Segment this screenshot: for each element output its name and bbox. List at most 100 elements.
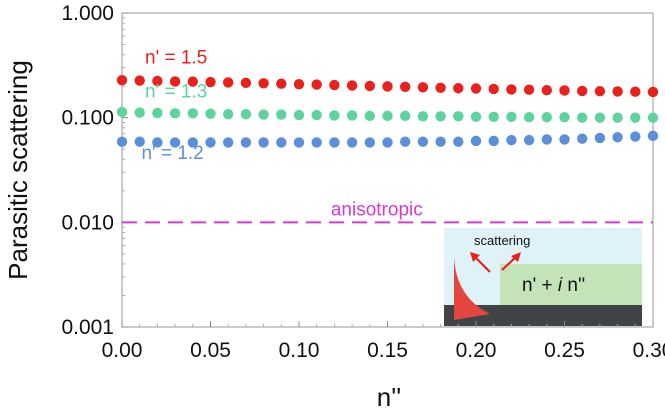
data-point	[541, 134, 552, 145]
data-point	[276, 78, 287, 89]
data-point	[559, 134, 570, 145]
data-point	[134, 136, 145, 147]
data-point	[116, 75, 128, 86]
data-point	[453, 111, 464, 122]
data-point	[258, 109, 269, 120]
data-point	[541, 112, 552, 123]
data-point	[577, 85, 588, 97]
data-point	[400, 136, 411, 147]
data-point	[612, 86, 623, 97]
data-point	[382, 137, 393, 148]
data-point	[647, 112, 659, 123]
data-point	[346, 110, 358, 121]
inset-evanescent-wave	[454, 256, 490, 320]
data-point	[276, 109, 287, 120]
data-point	[594, 86, 606, 97]
y-tick-label: 1.000	[61, 2, 114, 25]
data-point	[400, 81, 411, 93]
data-point	[346, 137, 358, 148]
data-point	[417, 136, 429, 147]
series-label: n' = 1.3	[145, 82, 207, 103]
y-tick-label: 0.100	[61, 107, 114, 130]
y-tick-label: 0.001	[61, 316, 114, 339]
data-point	[453, 83, 464, 94]
data-point	[293, 109, 305, 121]
data-point	[559, 85, 570, 96]
data-point	[612, 112, 623, 123]
series-label: n' = 1.2	[141, 143, 203, 164]
series-label: n' = 1.5	[145, 47, 207, 68]
data-point	[276, 137, 287, 148]
y-axis-title: Parasitic scattering	[3, 60, 33, 280]
data-point	[523, 134, 535, 146]
data-point	[134, 107, 145, 118]
data-point	[205, 137, 216, 148]
x-tick-label: 0.15	[367, 339, 408, 362]
data-point	[346, 80, 358, 91]
data-point	[240, 108, 252, 120]
x-tick-label: 0.10	[279, 339, 320, 362]
data-point	[240, 137, 252, 148]
data-point	[187, 76, 198, 87]
data-point	[488, 83, 499, 95]
data-point	[400, 110, 411, 122]
data-point	[630, 131, 641, 142]
inset-scattering-arrows	[470, 252, 521, 273]
data-point	[453, 136, 464, 147]
series-labels: n' = 1.5 n' = 1.3 n' = 1.2	[141, 47, 207, 163]
data-point	[488, 135, 499, 147]
data-point	[329, 79, 340, 91]
axes: 0.000.050.100.150.200.250.300.0010.0100.…	[61, 2, 665, 362]
data-point	[612, 132, 623, 143]
data-point	[311, 137, 322, 148]
data-point	[506, 84, 517, 95]
x-tick-label: 0.00	[102, 339, 143, 362]
data-point	[594, 132, 606, 144]
data-point	[134, 75, 145, 86]
data-point	[223, 108, 234, 120]
data-point	[240, 77, 252, 89]
inset-material-label: n' + i n''	[522, 275, 585, 296]
data-point	[223, 77, 234, 88]
series-0	[116, 75, 659, 98]
data-point	[559, 112, 570, 123]
data-point	[169, 137, 181, 148]
data-point	[382, 110, 393, 122]
data-point	[577, 133, 588, 144]
data-point	[577, 112, 588, 123]
data-point	[382, 81, 393, 92]
data-point	[223, 137, 234, 148]
inset-schematic: scattering n' + i n''	[444, 228, 642, 326]
data-point	[470, 111, 482, 122]
data-point	[187, 108, 198, 119]
data-point	[417, 111, 429, 122]
data-point	[364, 80, 375, 92]
data-point	[523, 112, 535, 123]
data-point	[435, 111, 446, 122]
data-point	[152, 75, 163, 87]
data-series	[116, 75, 659, 148]
data-point	[470, 83, 482, 94]
x-tick-label: 0.25	[544, 339, 585, 362]
data-point	[116, 106, 128, 118]
scatter-arrowhead-right	[511, 252, 521, 262]
data-point	[488, 111, 499, 122]
x-axis-title: n''	[377, 382, 401, 412]
inset-substrate	[444, 305, 642, 326]
data-point	[152, 107, 163, 119]
data-point	[205, 76, 216, 88]
data-point	[630, 86, 641, 97]
data-point	[152, 137, 163, 148]
data-point	[506, 111, 517, 122]
scatter-arrow-left	[473, 255, 491, 273]
data-point	[258, 137, 269, 148]
data-point	[506, 134, 517, 146]
x-tick-label: 0.30	[633, 339, 665, 362]
data-point	[187, 137, 198, 148]
x-tick-label: 0.05	[190, 339, 231, 362]
anisotropic-label: anisotropic	[331, 199, 423, 220]
data-point	[435, 82, 446, 93]
data-point	[647, 130, 659, 142]
data-point	[364, 137, 375, 148]
data-point	[116, 136, 128, 147]
